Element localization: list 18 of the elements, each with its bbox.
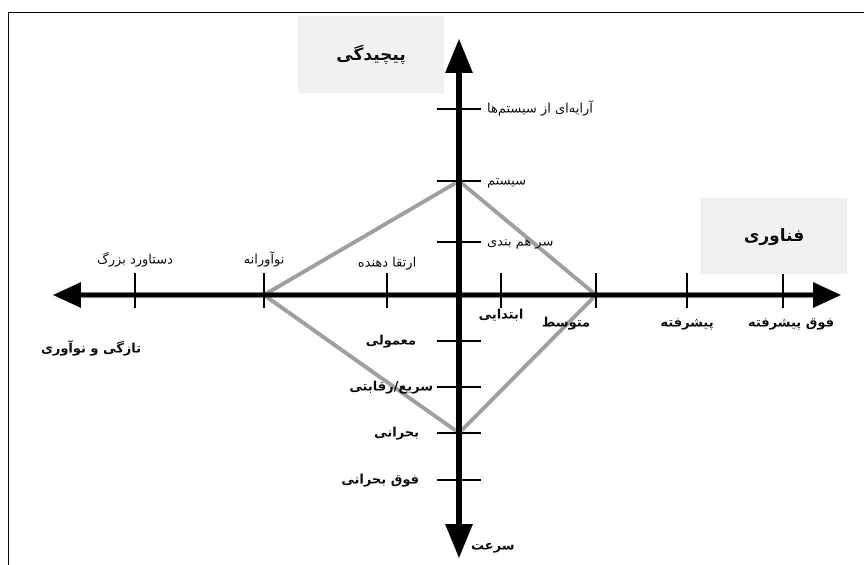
axis-label: تازگی و نوآوری	[40, 342, 141, 356]
axis-label: سریع/رقابتی	[349, 380, 433, 394]
axis-label: فوق بحرانی	[341, 472, 419, 488]
axis-label: متوسط	[542, 316, 590, 330]
axis-label: سیستم	[487, 174, 526, 188]
axis-label: آرایه‌ای از سیستم‌ها	[487, 102, 593, 116]
axis-label: معمولی	[366, 334, 416, 348]
axis-label: ابتدایی	[478, 308, 524, 322]
axis-title-box: فناوری	[701, 198, 847, 274]
axis-label: سر هم بندی	[487, 234, 554, 250]
axis-label: بحرانی	[374, 426, 419, 440]
axis-title-box: پیچیدگی	[298, 16, 444, 93]
axis-label: سرعت	[471, 538, 515, 554]
axis-label: ارتقا دهنده	[358, 256, 416, 270]
axis-label: پیشرفته	[660, 316, 714, 330]
axis-label: نوآورانه	[244, 252, 284, 268]
axis-label: دستاورد بزرگ	[97, 252, 173, 268]
axis-label: فوق پیشرفته	[748, 316, 834, 330]
